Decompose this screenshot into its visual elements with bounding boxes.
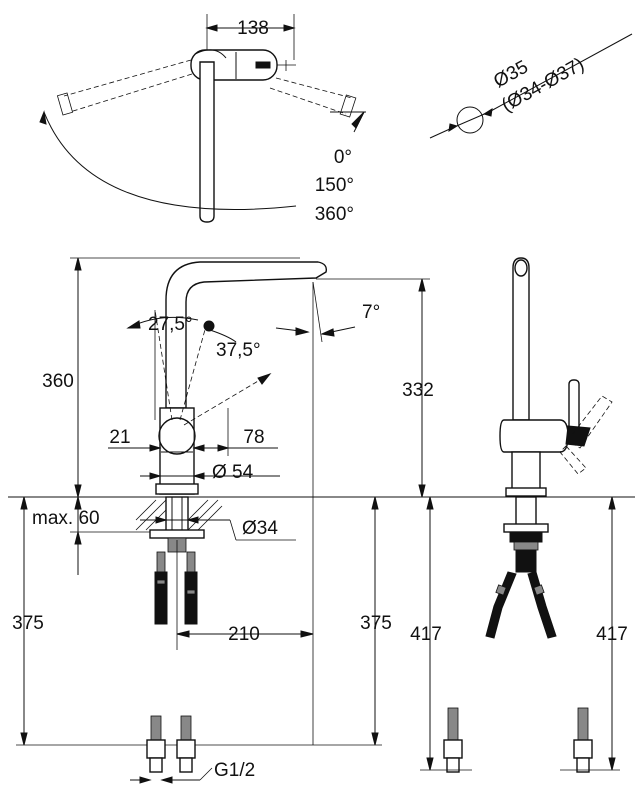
front-hoses [154,551,198,625]
shank-diameter-label: Ø34 [242,518,278,539]
mounting-hole [456,106,484,134]
front-spout [165,261,328,409]
dim-78-label: 78 [243,427,264,448]
countertop-hatch [135,499,223,531]
front-connectors [146,715,196,773]
front-view: 360 332 27,5° 37,5° 7° [12,257,434,784]
hose-length-left-label: 375 [12,613,44,634]
body-diameter-label: Ø 54 [212,462,254,483]
front-lever-hub [158,417,196,455]
hose-length-mid-label: 375 [360,613,392,634]
side-height-left-label: 417 [410,624,442,645]
hole-detail: Ø35 (Ø34-Ø37) [429,33,633,139]
mount-thickness-label: max. 60 [32,508,100,529]
side-hoses [485,571,557,639]
side-body [499,419,569,453]
dim-360-label: 360 [42,371,74,392]
lever-angle-a-label: 27,5° [148,314,193,335]
side-view: 417 417 [410,257,628,773]
angle-0-label: 0° [334,147,352,168]
swivel-arc [43,111,297,210]
dim-332-label: 332 [402,380,434,401]
side-connectors [443,707,593,773]
top-view: 138 0° 150° 360° [39,14,366,225]
lever-angle-b-label: 37,5° [216,340,261,361]
side-shank [515,496,537,528]
side-spout [512,257,530,421]
top-view-spout [199,61,215,223]
dim-21-label: 21 [109,427,130,448]
reach-label: 210 [228,624,260,645]
spout-tilt-label: 7° [362,302,380,323]
connection-label: G1/2 [214,760,255,781]
side-height-right-label: 417 [596,624,628,645]
angle-360-label: 360° [315,204,354,225]
dim-138-label: 138 [237,18,269,39]
angle-150-label: 150° [315,175,354,196]
